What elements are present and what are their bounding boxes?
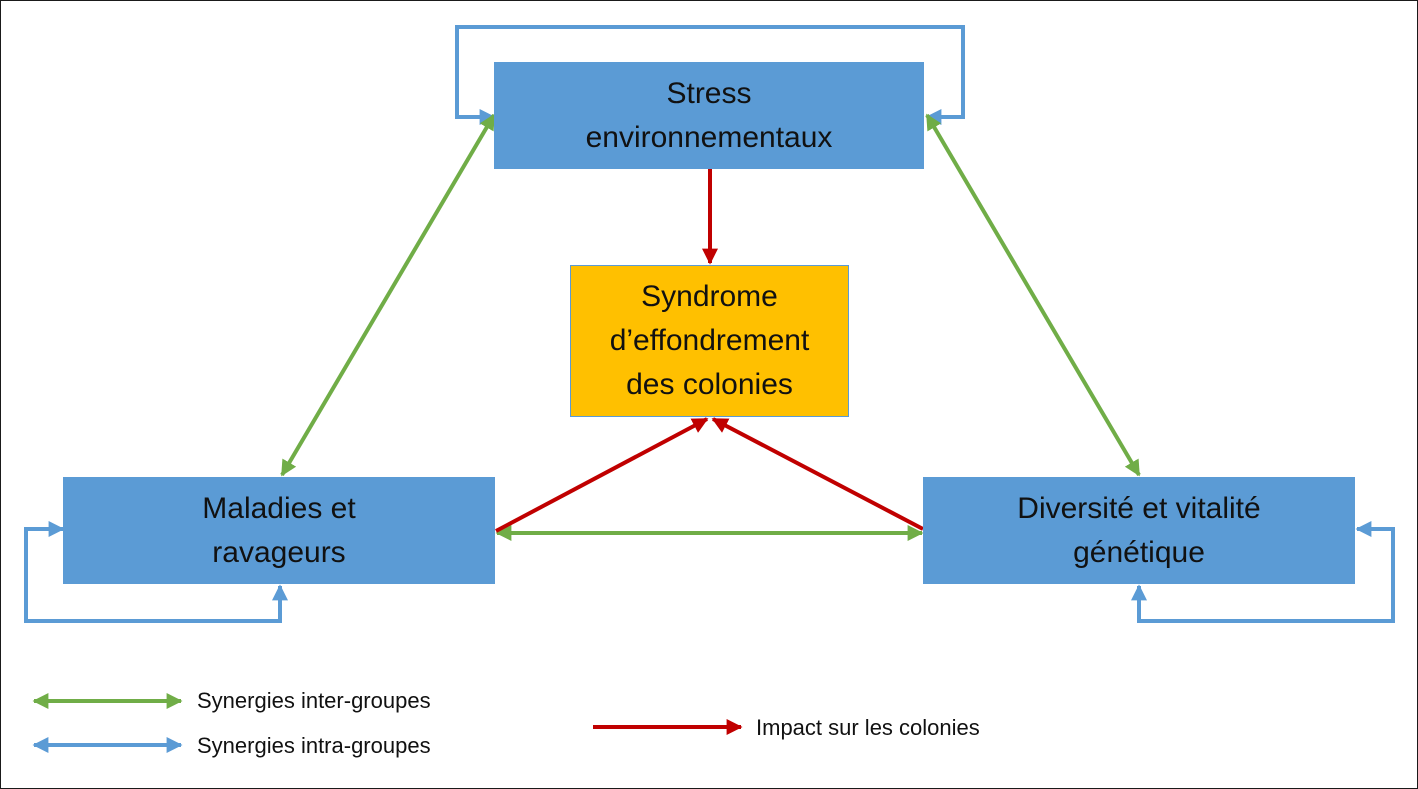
node-maladies-label: Maladies et ravageurs — [202, 491, 356, 569]
inter-arrow-maladies-stress — [280, 113, 496, 477]
inter-arrow-stress-diversite — [925, 113, 1141, 477]
node-maladies-ravageurs: Maladies et ravageurs — [63, 477, 495, 584]
node-diversite-label: Diversité et vitalité génétique — [1017, 491, 1261, 569]
intra-loop-maladies — [24, 521, 288, 623]
legend-inter-label: Synergies inter-groupes — [197, 688, 431, 713]
node-syndrome-label: Syndrome d’effondrement des colonies — [609, 280, 810, 401]
legend-intra-label: Synergies intra-groupes — [197, 733, 431, 758]
intra-loop-diversite — [1131, 521, 1395, 623]
node-syndrome-effondrement: Syndrome d’effondrement des colonies — [570, 265, 849, 417]
legend-impact-label: Impact sur les colonies — [756, 715, 980, 740]
node-diversite-genetique: Diversité et vitalité génétique — [923, 477, 1355, 584]
impact-arrow-diversite — [711, 417, 924, 531]
node-stress-label: Stress environnementaux — [585, 76, 833, 154]
impact-arrow-maladies — [495, 417, 709, 533]
node-stress-environnementaux: Stress environnementaux — [494, 62, 924, 169]
